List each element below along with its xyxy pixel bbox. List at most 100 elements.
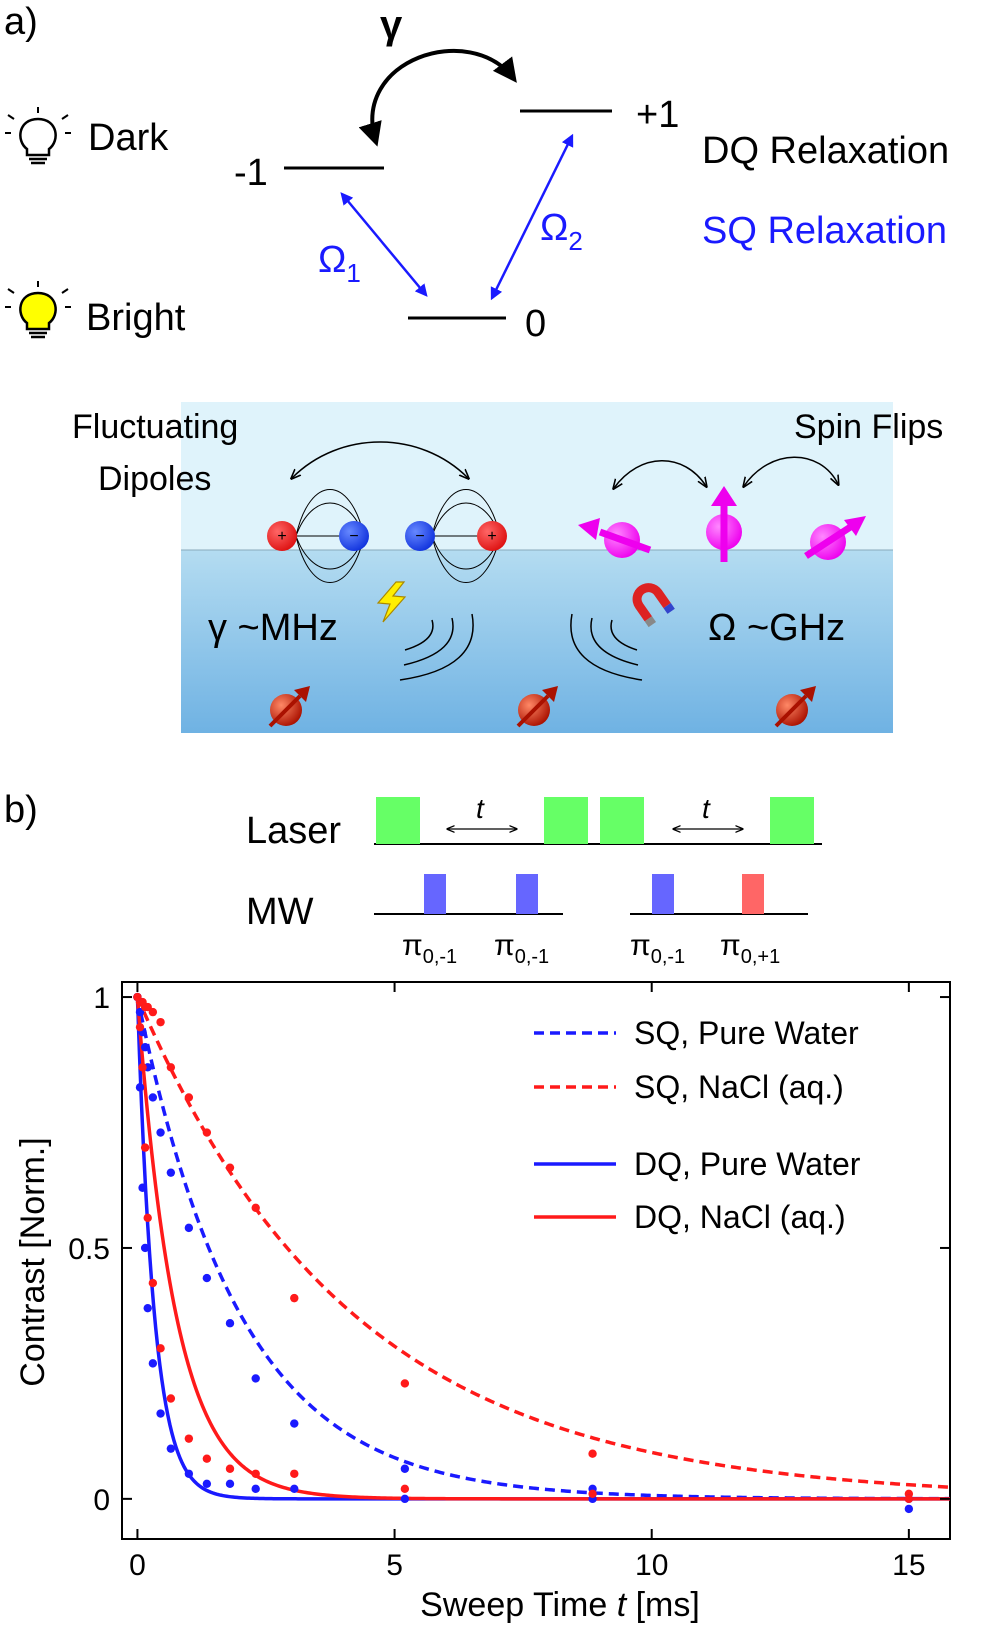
- data-point: [225, 1163, 235, 1172]
- data-point: [166, 1168, 176, 1177]
- y-axis-label: Contrast [Norm.]: [14, 1137, 52, 1386]
- data-point: [148, 1278, 158, 1288]
- dipole-left: + −: [267, 489, 369, 583]
- data-point: [148, 1007, 158, 1017]
- data-point: [166, 1394, 176, 1403]
- data-point: [202, 1454, 212, 1463]
- svg-text:−: −: [349, 528, 358, 545]
- omega2-label: Ω2: [540, 207, 583, 256]
- omega-freq-label: Ω ~GHz: [708, 607, 845, 649]
- t-label-1: t: [476, 793, 485, 824]
- data-point: [251, 1484, 260, 1494]
- y-tick-label: 0: [93, 1484, 110, 1517]
- pulse-label-4: π0,+1: [720, 929, 780, 968]
- gamma-arrow: [358, 49, 517, 147]
- lightbulb-on-icon: [5, 281, 71, 339]
- data-point: [184, 1434, 194, 1443]
- nv-spin-right: [774, 686, 816, 728]
- legend-label: DQ, Pure Water: [634, 1146, 861, 1182]
- plot-frame: [121, 981, 951, 1540]
- y-tick-label: 0.5: [68, 1233, 110, 1266]
- omega2-arrow: [490, 133, 574, 301]
- data-point: [904, 1504, 914, 1514]
- data-point: [140, 1043, 150, 1052]
- data-point: [148, 1359, 158, 1368]
- data-point: [148, 1093, 158, 1102]
- data-point: [202, 1479, 212, 1489]
- level-plus1-label: +1: [636, 94, 679, 136]
- laser-sequence: [374, 797, 822, 845]
- data-point: [251, 1374, 260, 1383]
- data-point: [156, 1409, 165, 1418]
- lightbulb-off-icon: [5, 107, 71, 165]
- bright-label: Bright: [86, 297, 186, 339]
- svg-text:+: +: [277, 528, 286, 545]
- data-point: [135, 1083, 145, 1092]
- dipole-right: − +: [405, 489, 507, 583]
- data-point: [140, 1243, 150, 1253]
- panel-a-label: a): [4, 1, 38, 43]
- data-point: [202, 1128, 212, 1137]
- fluctuating-label: Fluctuating: [72, 408, 238, 446]
- data-point: [290, 1469, 299, 1478]
- wave-arcs-right: [570, 613, 643, 681]
- series-line-4: [135, 996, 950, 1501]
- laser-label: Laser: [246, 810, 341, 852]
- dipole-swap-arrow: [292, 441, 468, 478]
- data-point: [156, 1017, 165, 1027]
- gamma-freq-label: γ ~MHz: [208, 607, 338, 649]
- magnet-icon: [632, 583, 675, 628]
- data-point: [251, 1469, 260, 1478]
- spin-pink-middle: [706, 486, 742, 562]
- mw-sequence: [374, 874, 808, 915]
- data-point: [184, 1223, 194, 1233]
- data-point: [400, 1464, 410, 1473]
- data-point: [588, 1489, 597, 1499]
- dq-relaxation-label: DQ Relaxation: [702, 130, 949, 172]
- level-minus1-label: -1: [234, 152, 268, 194]
- spin-pink-right: [804, 516, 866, 560]
- data-point: [184, 1469, 194, 1478]
- sq-relaxation-label: SQ Relaxation: [702, 210, 947, 252]
- data-point: [290, 1419, 299, 1428]
- data-point: [135, 1022, 145, 1032]
- data-point: [290, 1293, 299, 1303]
- data-point: [140, 1143, 150, 1152]
- x-tick-label: 5: [386, 1549, 403, 1582]
- wave-arcs-left: [399, 613, 474, 681]
- data-point: [143, 1303, 152, 1313]
- spin-flip-arrow-right: [744, 456, 838, 486]
- svg-text:−: −: [415, 528, 424, 545]
- legend-label: DQ, NaCl (aq.): [634, 1199, 846, 1235]
- data-point: [202, 1273, 212, 1283]
- data-point: [400, 1379, 410, 1388]
- x-axis-label: Sweep Time t [ms]: [420, 1586, 700, 1624]
- data-point: [166, 1063, 176, 1072]
- data-point: [588, 1449, 597, 1458]
- data-point: [904, 1494, 914, 1504]
- y-tick-label: 1: [93, 982, 110, 1015]
- x-tick-label: 15: [892, 1549, 925, 1582]
- lightning-icon: [376, 581, 407, 623]
- data-point: [184, 1093, 194, 1102]
- pulse-label-1: π0,-1: [402, 929, 457, 968]
- data-point: [400, 1484, 410, 1494]
- data-point: [400, 1494, 410, 1504]
- spin-pink-left: [578, 518, 652, 558]
- data-point: [143, 1002, 152, 1012]
- data-point: [225, 1479, 235, 1489]
- data-point: [156, 1128, 165, 1137]
- omega1-label: Ω1: [318, 239, 361, 288]
- x-tick-label: 0: [129, 1549, 146, 1582]
- panel-b-label: b): [4, 789, 38, 831]
- data-point: [135, 1007, 145, 1017]
- data-point: [133, 992, 142, 1002]
- data-point: [156, 1344, 165, 1353]
- legend-label: SQ, NaCl (aq.): [634, 1069, 844, 1105]
- spin-flips-label: Spin Flips: [794, 408, 943, 446]
- level-zero-label: 0: [525, 303, 546, 345]
- data-point: [225, 1464, 235, 1473]
- data-point: [166, 1444, 176, 1453]
